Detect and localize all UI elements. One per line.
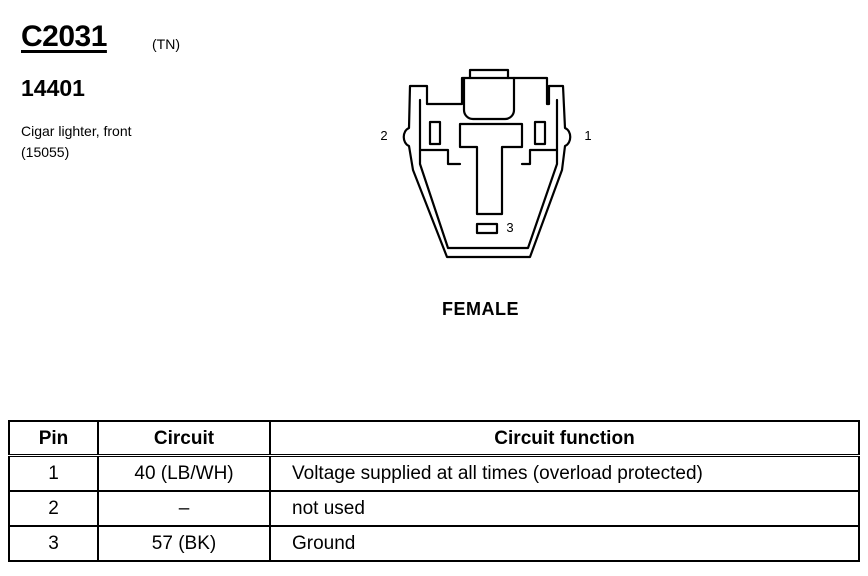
row-circuit-function: Voltage supplied at all times (overload … [269,454,860,492]
connector-notch-right [520,148,559,166]
pin-table: Pin Circuit Circuit function 1 40 (LB/WH… [8,420,860,562]
connector-key [458,122,524,216]
row-pin: 3 [8,525,99,562]
pin-3-label: 3 [506,220,513,235]
row-circuit: – [97,490,271,527]
row-circuit: 40 (LB/WH) [97,454,271,492]
connector-description: Cigar lighter, front (15055) [21,121,132,163]
row-pin: 1 [8,454,99,492]
pin-2-label: 2 [380,128,387,143]
table-row: 3 57 (BK) Ground [8,525,860,562]
connector-face-diagram: 2 1 3 [380,68,592,259]
row-circuit-function: Ground [269,525,860,562]
row-pin: 2 [8,490,99,527]
connector-latch [462,76,516,121]
header-circuit: Circuit [97,420,271,457]
pin-1-cavity [533,120,547,146]
row-circuit-function: not used [269,490,860,527]
connector-id: C2031 [21,20,107,53]
table-row: 2 – not used [8,490,860,527]
pin-table-header: Pin Circuit Circuit function [8,420,860,457]
part-number: 14401 [21,75,85,101]
row-circuit: 57 (BK) [97,525,271,562]
connector-housing-outline [402,76,572,259]
location-code: (TN) [152,36,180,52]
header-circuit-function: Circuit function [269,420,860,457]
connector-inner-outline [418,98,559,250]
connector-gender-label: FEMALE [442,299,519,319]
connector-notch-left [418,148,462,166]
connector-latch-top [468,68,510,80]
header-pin: Pin [8,420,99,457]
description-line-1: Cigar lighter, front [21,123,132,139]
pin-2-cavity [428,120,442,146]
table-row: 1 40 (LB/WH) Voltage supplied at all tim… [8,454,860,492]
pin-1-label: 1 [584,128,591,143]
description-line-2: (15055) [21,144,70,160]
pin-3-cavity [475,222,499,235]
